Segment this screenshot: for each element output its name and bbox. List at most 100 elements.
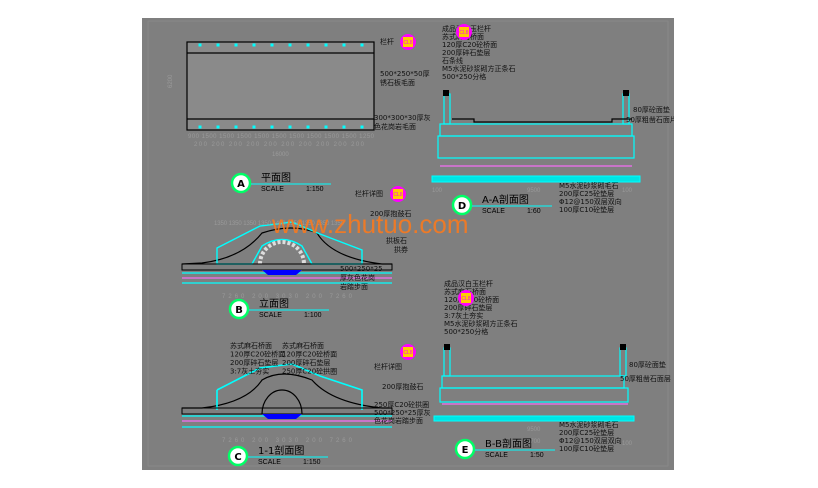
view-a-plan: 栏杆 500*250*50厚 锈石板毛面 300*300*30厚灰 色花岗岩毛面… <box>168 37 431 158</box>
view-title: B-B剖面图 <box>485 437 532 450</box>
label: 50厚粗凿石面层 <box>620 374 671 383</box>
label: 栏杆详图 <box>374 362 402 371</box>
label: 500*250*50厚 <box>380 70 430 78</box>
label: 200厚碎石垫层 <box>230 358 278 367</box>
label: 石条线 <box>442 56 463 65</box>
railing-post <box>198 43 202 47</box>
view-letter: A <box>237 179 245 190</box>
view-b-elevation: 栏杆详图 200厚抱鼓石 拱板石 拱券 500*250*25 厚灰色花岗 岩踏步… <box>181 189 411 310</box>
label: 色花岗岩踏步面 <box>374 416 423 425</box>
scale-label: SCALE <box>485 452 508 459</box>
svg-text:CL8: CL8 <box>403 350 412 356</box>
scale-label: SCALE <box>482 208 505 215</box>
dimension: 16000 <box>272 304 289 310</box>
label: 500*250分格 <box>442 72 486 81</box>
railing-post <box>270 43 274 47</box>
label: 500*250*25 <box>340 265 383 273</box>
detail-callout-badge[interactable]: CL8 <box>390 186 406 202</box>
label: 拱板石 <box>386 236 407 245</box>
label: 苏式麻石桥面 <box>230 341 272 350</box>
railing-post <box>198 125 202 129</box>
cad-drawing-canvas[interactable]: 栏杆 500*250*50厚 锈石板毛面 300*300*30厚灰 色花岗岩毛面… <box>142 18 674 470</box>
label: 3:7灰土夯实 <box>230 367 269 376</box>
railing-post <box>324 125 328 129</box>
label: 200厚C25砼垫层 <box>559 189 614 198</box>
dimension: 9700 <box>527 439 541 445</box>
railing-post <box>288 125 292 129</box>
label: 岩踏步面 <box>340 282 368 291</box>
dimension: 9500 <box>527 188 541 194</box>
label: M5水泥砂浆砌毛石 <box>559 420 619 429</box>
label: Φ12@150双层双向 <box>559 197 622 206</box>
dimension: 900 1500 1500 1500 1500 1500 1500 1500 1… <box>188 134 375 140</box>
label: 拱券 <box>394 245 408 254</box>
railing-post <box>216 43 220 47</box>
view-letter: B <box>235 305 243 316</box>
label: 200厚碎石垫层 <box>442 48 490 57</box>
view-marker <box>227 445 249 467</box>
label: Φ12@150双层双向 <box>559 436 622 445</box>
label: M5水泥砂浆砌方正条石 <box>444 319 518 328</box>
dimension: 16000 <box>272 448 289 454</box>
scale-value: 1:100 <box>304 312 322 319</box>
railing-post <box>270 125 274 129</box>
view-c-section: 苏式麻石桥面120厚C20砼桥面200厚碎石垫层3:7灰土夯实苏式麻石桥面120… <box>181 341 431 454</box>
svg-text:CL8: CL8 <box>459 30 468 36</box>
scale-value: 1:150 <box>306 186 324 193</box>
label: 栏杆详图 <box>355 189 383 198</box>
label: 100厚C10砼垫层 <box>559 205 614 214</box>
label: 3:7灰土夯实 <box>444 311 483 320</box>
view-title: 立面图 <box>259 297 289 310</box>
cad-sheet: 栏杆 500*250*50厚 锈石板毛面 300*300*30厚灰 色花岗岩毛面… <box>147 20 674 467</box>
sheet-frame <box>147 20 669 467</box>
railing-post <box>342 43 346 47</box>
label: 200厚抱鼓石 <box>370 209 411 218</box>
scale-label: SCALE <box>261 186 284 193</box>
label: 250厚C20砼拱圈 <box>374 400 429 409</box>
label: 500*250分格 <box>444 327 488 336</box>
label: 50厚粗凿石面片 <box>626 115 674 124</box>
label: 200厚碎石垫层 <box>282 358 330 367</box>
railing-post <box>252 125 256 129</box>
detail-callout-badge[interactable]: CL8 <box>456 24 472 40</box>
label: 200厚碎石垫层 <box>444 303 492 312</box>
label: 锈石板毛面 <box>380 78 415 87</box>
label: 80厚砼面垫 <box>629 360 666 369</box>
view-marker <box>228 298 250 320</box>
railing-post <box>234 43 238 47</box>
railing-post <box>252 43 256 47</box>
dimension: 1350 1350 1350 1350 1400 1350 1350 1350 … <box>214 221 345 227</box>
railing-post <box>360 43 364 47</box>
railing-post <box>306 43 310 47</box>
railing-post <box>306 125 310 129</box>
railing-post <box>216 125 220 129</box>
watermark: www.zhutuo.com <box>271 209 469 239</box>
label: 120厚C20砼桥面 <box>282 350 337 359</box>
railing-post <box>342 125 346 129</box>
dimension: 16000 <box>272 152 289 158</box>
railing-post <box>324 43 328 47</box>
label: 200厚C25砼垫层 <box>559 428 614 437</box>
scale-value: 1:150 <box>303 459 321 466</box>
view-letter: C <box>234 452 241 463</box>
dimension: 100 <box>432 188 443 194</box>
detail-callout-badge[interactable]: CL8 <box>458 290 474 306</box>
detail-callout-badge[interactable]: CL8 <box>400 344 416 360</box>
scale-value: 1:60 <box>527 208 541 215</box>
dimension: 7260 200 3030 200 7260 <box>222 438 353 444</box>
label: 120厚C20砼桥面 <box>442 40 497 49</box>
detail-callout-badge[interactable]: CL8 <box>400 34 416 50</box>
dimension: 6200 <box>168 74 174 88</box>
svg-text:CL8: CL8 <box>461 296 470 302</box>
dimension: 9500 <box>527 427 541 433</box>
label: 500*250*25厚灰 <box>374 408 431 417</box>
dimension: 100 <box>622 188 633 194</box>
view-marker <box>451 194 473 216</box>
view-title: A-A剖面图 <box>482 193 529 206</box>
view-letter: D <box>458 201 466 212</box>
view-d-section: 成品汉白玉栏杆苏式麻石桥面120厚C20砼桥面200厚碎石垫层石条线M5水泥砂浆… <box>431 24 674 214</box>
label: 250厚C20砼拱圈 <box>282 367 337 376</box>
